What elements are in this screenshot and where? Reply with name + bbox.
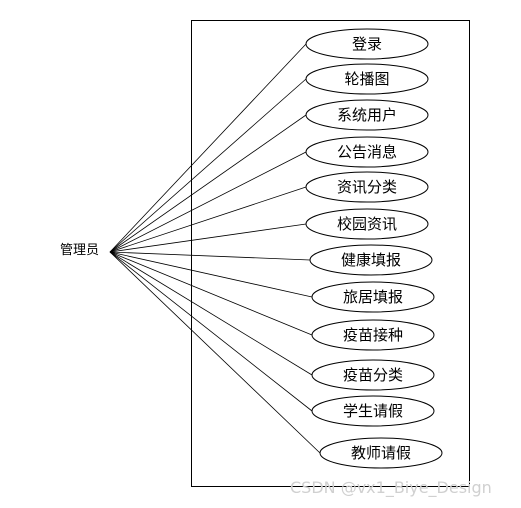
association-line: [109, 251, 313, 298]
use-case-ellipse: [305, 28, 429, 60]
association-line: [109, 251, 313, 336]
association-line: [109, 43, 307, 253]
use-case-label: 公告消息: [337, 143, 397, 161]
use-case-label: 疫苗分类: [343, 366, 403, 384]
association-line: [109, 251, 321, 454]
use-case-label: 旅居填报: [343, 288, 403, 306]
association-line: [109, 186, 307, 253]
use-case-ellipse: [305, 99, 429, 131]
use-case-label: 健康填报: [341, 251, 401, 269]
association-line: [109, 223, 307, 253]
use-case-label: 资讯分类: [337, 178, 397, 196]
use-case-ellipse: [319, 437, 443, 469]
use-case-ellipse: [309, 244, 433, 276]
use-case-ellipse: [311, 281, 435, 313]
association-line: [109, 151, 307, 253]
use-case-label: 教师请假: [351, 444, 411, 462]
use-case-label: 学生请假: [343, 402, 403, 420]
association-line: [109, 251, 313, 412]
use-case-ellipse: [305, 171, 429, 203]
use-case-group: 登录轮播图系统用户公告消息资讯分类校园资讯健康填报旅居填报疫苗接种疫苗分类学生请…: [305, 28, 443, 469]
use-case-ellipse: [311, 359, 435, 391]
association-line: [109, 251, 311, 261]
use-case-label: 系统用户: [337, 106, 397, 124]
system-boundary: [191, 20, 470, 487]
use-case-ellipse: [305, 63, 429, 95]
use-case-label: 校园资讯: [337, 215, 397, 233]
association-lines: [109, 43, 321, 454]
association-line: [109, 114, 307, 253]
use-case-ellipse: [305, 136, 429, 168]
use-case-ellipse: [305, 208, 429, 240]
use-case-label: 疫苗接种: [343, 326, 403, 344]
actor-label: 管理员: [60, 243, 100, 258]
watermark: CSDN @vx1_Biye_Design: [290, 478, 492, 497]
use-case-label: 登录: [352, 35, 382, 53]
use-case-ellipse: [311, 395, 435, 427]
association-line: [109, 78, 307, 253]
use-case-label: 轮播图: [344, 70, 389, 88]
association-line: [109, 251, 313, 376]
use-case-ellipse: [311, 319, 435, 351]
